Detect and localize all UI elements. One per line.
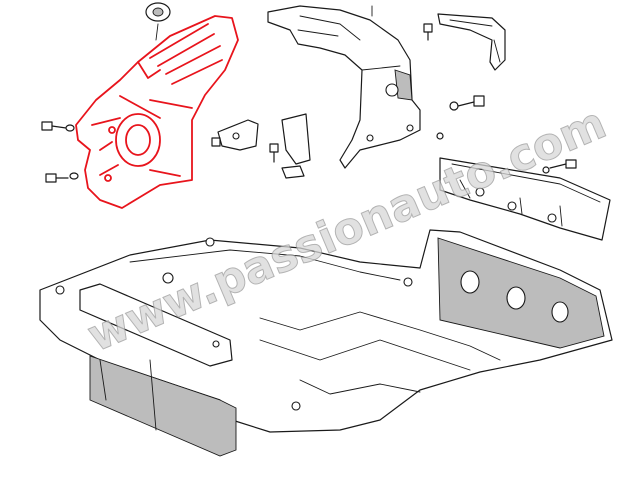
bolt-icon	[449, 95, 485, 111]
bolt-icon	[542, 159, 577, 174]
bolt-icon	[45, 172, 79, 183]
left-mounting-bracket[interactable]	[217, 119, 259, 151]
bolt-icon	[269, 143, 279, 163]
bolt-icon	[211, 137, 221, 147]
bolt-icon	[41, 121, 75, 132]
bolt-fasteners	[41, 23, 577, 183]
small-bracket[interactable]	[281, 113, 311, 179]
bolt-icon	[436, 132, 444, 140]
upper-inner-fender-panel[interactable]	[267, 5, 421, 169]
rear-crossmember[interactable]	[439, 157, 611, 241]
front-crossmember-frame[interactable]	[79, 283, 237, 457]
bolt-icon	[423, 23, 433, 41]
floor-pan[interactable]	[39, 229, 613, 433]
upper-corner-bracket[interactable]	[437, 13, 506, 71]
highlighted-front-wheelhouse-panel[interactable]	[75, 15, 239, 209]
rubber-grommet[interactable]	[145, 2, 171, 41]
